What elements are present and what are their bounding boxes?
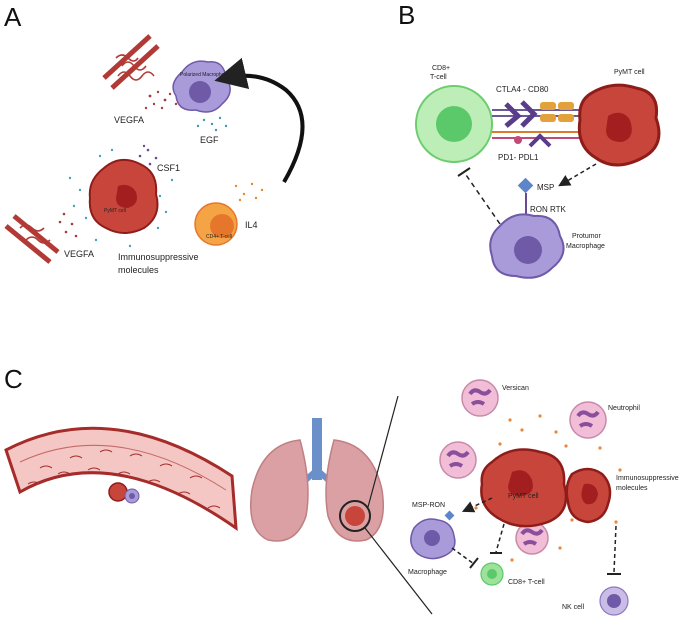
vegfa-dots (144, 90, 178, 110)
immunosuppressive-label-line1: Immunosuppressive (118, 252, 199, 262)
polarized-macrophage-label: Polarized Macrophage (180, 72, 230, 78)
panel-a-label: A (4, 2, 22, 32)
vegfa-top-label: VEGFA (114, 115, 144, 125)
feedback-arrow (214, 57, 305, 184)
macrophage-label: Macrophage (408, 569, 447, 576)
macrophage-icon (410, 510, 456, 560)
immunosuppressive-label-line2: molecules (118, 265, 159, 275)
immunosuppressive-c-label-line1: Immunosuppressive (616, 475, 679, 482)
receptor-links (492, 100, 590, 148)
panel-c: C Versican (4, 364, 679, 616)
cd4-tcell-label: CD4+ T-cell (206, 234, 232, 240)
neutrophil-icon (569, 401, 607, 439)
panel-b: B CD8+ T-cell CTLA4 - CD80 PD1- PDL1 PyM… (398, 0, 661, 279)
cd8-tcell-c-icon (480, 562, 504, 586)
tumor-cell-icon (565, 467, 612, 524)
panel-a: A Polarized Macrophage VEGFA EGF (4, 2, 305, 275)
csf1-dots (138, 144, 158, 166)
cd8-tcell-label-line1: CD8+ (432, 65, 450, 72)
tumor-cell-label: PyMT cell (104, 208, 126, 214)
panel-b-label: B (398, 0, 415, 30)
msp-ron-label: MSP-RON (412, 502, 445, 509)
lungs-icon (250, 418, 384, 542)
tumor-inhibits-nk (613, 525, 617, 573)
neutrophil-icon (515, 521, 549, 555)
pymt-to-msp-arrow (558, 163, 597, 187)
pd1-pdl1-label: PD1- PDL1 (498, 153, 539, 162)
immunosuppressive-c-label-line2: molecules (616, 485, 648, 492)
versican-label: Versican (502, 385, 529, 392)
blood-vessel-icon (102, 34, 160, 90)
nk-cell-icon (599, 586, 629, 616)
msp-ron-icon (517, 177, 534, 216)
il4-dots (234, 182, 264, 202)
panel-c-label: C (4, 364, 23, 394)
blood-vessel-icon (4, 214, 60, 264)
cd4-tcell-icon: CD4+ T-cell (194, 202, 238, 246)
zoom-line (367, 395, 399, 508)
neutrophil-label: Neutrophil (608, 405, 640, 412)
inhibition-bar (469, 557, 479, 569)
macrophage-inhibits-cd8 (463, 171, 501, 225)
blood-vessel-tube-icon (4, 426, 238, 532)
egf-label: EGF (200, 135, 219, 145)
polarized-macrophage-icon: Polarized Macrophage (172, 60, 231, 113)
tumor-cell-icon: PyMT cell (480, 448, 568, 528)
cd8-tcell-label-line2: T-cell (430, 74, 447, 81)
pymt-cell-c-label: PyMT cell (508, 493, 539, 500)
macrophage-inhibits-cd8-c (451, 547, 475, 565)
ctla4-cd80-label: CTLA4 - CD80 (496, 85, 549, 94)
protumor-macrophage-label-line2: Macrophage (566, 243, 605, 250)
cd8-tcell-c-label: CD8+ T-cell (508, 579, 545, 586)
zoom-line (364, 527, 433, 615)
neutrophil-icon (461, 379, 499, 417)
protumor-macrophage-icon (489, 213, 565, 279)
il4-label: IL4 (245, 220, 258, 230)
tumor-cell-icon (577, 83, 661, 167)
protumor-macrophage-label-line1: Protumor (572, 233, 601, 240)
tumor-to-msp-arrow (461, 497, 493, 513)
nk-cell-label: NK cell (562, 604, 585, 611)
vegfa-bottom-label: VEGFA (64, 249, 94, 259)
tumor-inhibits-cd8-c (495, 523, 505, 553)
tumor-cell-icon: PyMT cell (88, 158, 159, 234)
neutrophil-icon (439, 441, 477, 479)
cd8-tcell-icon (415, 85, 493, 163)
csf1-label: CSF1 (157, 163, 180, 173)
ron-rtk-label: RON RTK (530, 205, 567, 214)
pymt-cell-b-label: PyMT cell (614, 69, 645, 76)
inhibition-bar (457, 167, 471, 177)
immunosuppressive-dots (68, 148, 174, 248)
egf-dots (196, 116, 228, 132)
msp-label: MSP (537, 183, 554, 192)
vegfa-dots (58, 212, 78, 238)
